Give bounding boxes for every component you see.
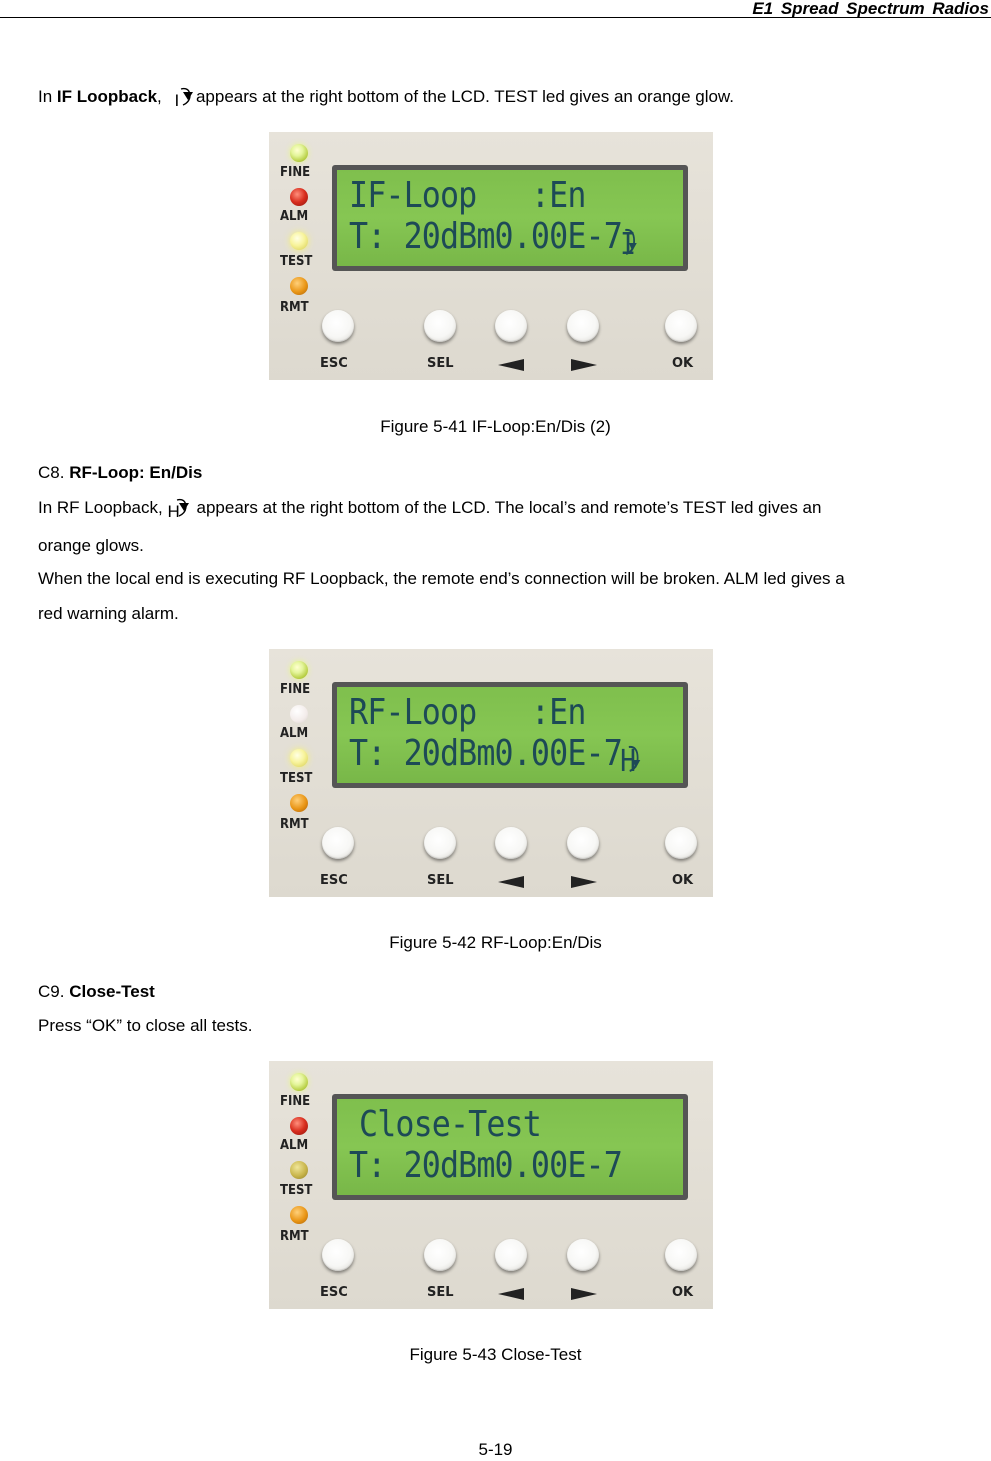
esc-label: ESC: [320, 1285, 348, 1300]
figure-caption-43: Figure 5-43 Close-Test: [409, 1345, 582, 1364]
test-led: [290, 749, 308, 767]
rf-loop-icon: H: [620, 740, 641, 782]
alm-led: [290, 1117, 308, 1135]
ok-button[interactable]: [665, 827, 697, 859]
lcd-display: IF-Loop :En T: 20dBm0.00E-7I: [332, 165, 688, 271]
sel-button[interactable]: [424, 1239, 456, 1271]
esc-button[interactable]: [322, 1239, 354, 1271]
device-panel-rf-loop: FINE ALM TEST RMT RF-Loop :En T: 20dBm0.…: [269, 649, 713, 897]
ok-button[interactable]: [665, 1239, 697, 1271]
alm-label: ALM: [280, 726, 309, 741]
lcd-display: Close-Test T: 20dBm0.00E-7: [332, 1094, 688, 1200]
left-button[interactable]: [495, 827, 527, 859]
c8-paragraph-line-2: orange glows.: [38, 536, 144, 555]
right-arrow-icon: [571, 359, 597, 371]
intro-bold-term: IF Loopback: [56, 87, 158, 106]
ok-button[interactable]: [665, 310, 697, 342]
right-button[interactable]: [567, 310, 599, 342]
alm-label: ALM: [280, 1138, 309, 1153]
lcd-line-1: Close-Test: [359, 1104, 542, 1145]
document-title: E1 Spread Spectrum Radios: [752, 0, 989, 18]
fine-label: FINE: [280, 1094, 311, 1109]
rmt-led: [290, 794, 308, 812]
test-led: [290, 232, 308, 250]
sel-label: SEL: [427, 873, 454, 888]
rmt-led: [290, 1206, 308, 1224]
c9-paragraph-line-1: Press “OK” to close all tests.: [38, 1016, 253, 1035]
right-arrow-icon: [571, 1288, 597, 1300]
section-heading-c8: C8. RF-Loop: En/Dis: [38, 463, 203, 482]
if-loop-icon: I: [175, 87, 193, 112]
if-loop-icon: I: [620, 227, 637, 262]
sel-label: SEL: [427, 1285, 454, 1300]
fine-led: [290, 144, 308, 162]
figure-caption-42: Figure 5-42 RF-Loop:En/Dis: [389, 933, 602, 952]
alm-label: ALM: [280, 209, 309, 224]
page-header: E1 Spread Spectrum Radios: [0, 0, 991, 18]
fine-led: [290, 661, 308, 679]
test-led: [290, 1161, 308, 1179]
right-button[interactable]: [567, 827, 599, 859]
left-button[interactable]: [495, 1239, 527, 1271]
ok-label: OK: [672, 873, 694, 888]
sel-button[interactable]: [424, 827, 456, 859]
ok-label: OK: [672, 356, 694, 371]
rmt-led: [290, 277, 308, 295]
ok-label: OK: [672, 1285, 694, 1300]
fine-led: [290, 1073, 308, 1091]
section-heading-c9: C9. Close-Test: [38, 982, 155, 1001]
esc-label: ESC: [320, 873, 348, 888]
test-label: TEST: [280, 771, 313, 786]
lcd-display: RF-Loop :En T: 20dBm0.00E-7H: [332, 682, 688, 788]
device-panel-if-loop: FINE ALM TEST RMT IF-Loop :En T: 20dBm0.…: [269, 132, 713, 380]
right-arrow-icon: [571, 876, 597, 888]
left-arrow-icon: [498, 1288, 524, 1300]
right-button[interactable]: [567, 1239, 599, 1271]
figure-caption-41: Figure 5-41 IF-Loop:En/Dis (2): [380, 417, 611, 436]
device-panel-close-test: FINE ALM TEST RMT Close-Test T: 20dBm0.0…: [269, 1061, 713, 1309]
c8-paragraph-line-1: In RF Loopback, H appears at the right b…: [38, 498, 822, 523]
left-arrow-icon: [498, 876, 524, 888]
lcd-line-1: IF-Loop :En: [349, 175, 586, 216]
c8-paragraph-line-3: When the local end is executing RF Loopb…: [38, 569, 845, 588]
fine-label: FINE: [280, 682, 311, 697]
intro-paragraph: In IF Loopback, I appears at the right b…: [38, 87, 734, 112]
lcd-line-1: RF-Loop :En: [349, 692, 586, 733]
test-label: TEST: [280, 1183, 313, 1198]
esc-label: ESC: [320, 356, 348, 371]
lcd-line-2: T: 20dBm0.00E-7: [349, 1145, 623, 1186]
rf-loop-icon: H: [167, 498, 190, 523]
c8-paragraph-line-4: red warning alarm.: [38, 604, 179, 623]
rmt-label: RMT: [280, 1229, 309, 1244]
rmt-label: RMT: [280, 300, 309, 315]
lcd-line-2: T: 20dBm0.00E-7I: [349, 217, 637, 265]
sel-label: SEL: [427, 356, 454, 371]
rmt-label: RMT: [280, 817, 309, 832]
left-arrow-icon: [498, 359, 524, 371]
page-number: 5-19: [478, 1440, 513, 1459]
test-label: TEST: [280, 254, 313, 269]
alm-led: [290, 705, 308, 723]
esc-button[interactable]: [322, 827, 354, 859]
lcd-line-2: T: 20dBm0.00E-7H: [349, 734, 641, 782]
esc-button[interactable]: [322, 310, 354, 342]
sel-button[interactable]: [424, 310, 456, 342]
left-button[interactable]: [495, 310, 527, 342]
fine-label: FINE: [280, 165, 311, 180]
alm-led: [290, 188, 308, 206]
